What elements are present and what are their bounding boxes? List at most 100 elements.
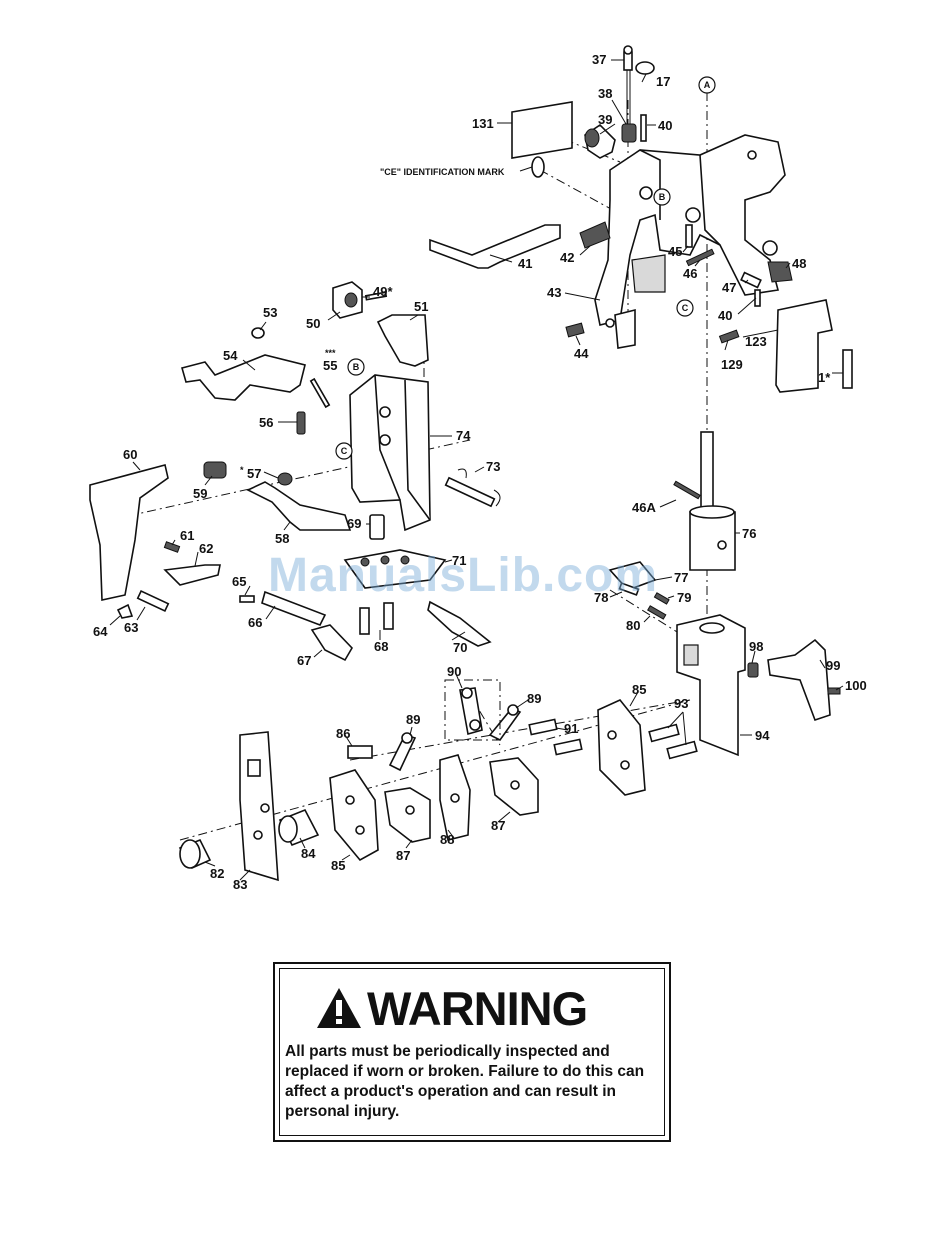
link-90 (444, 679, 501, 741)
lever-58 (246, 481, 352, 531)
stud-42 (579, 221, 611, 249)
bushing-84 (278, 808, 320, 847)
label-82: 82 (210, 866, 224, 881)
label-51: 51 (414, 299, 428, 314)
label-61: 61 (180, 528, 194, 543)
cotter-64 (116, 603, 134, 619)
label-87a: 87 (396, 848, 410, 863)
label-49: 49* (373, 284, 393, 299)
warning-message: All parts must be periodically inspected… (285, 1043, 645, 1120)
callout-b-mid: B (347, 358, 365, 376)
callout-b-top: B (653, 188, 671, 206)
clip-61 (163, 541, 181, 553)
washer-17 (635, 61, 655, 75)
warning-title-row: WARNING (315, 981, 588, 1035)
label-46: 46 (683, 266, 697, 281)
label-46a: 46A (632, 500, 656, 515)
plate-131 (511, 101, 573, 159)
label-59: 59 (193, 486, 207, 501)
pins-91 (528, 718, 583, 756)
label-89a: 89 (406, 712, 420, 727)
label-69: 69 (347, 516, 361, 531)
bar-41 (429, 224, 561, 269)
clip-73b (457, 468, 467, 479)
pins-93 (648, 723, 698, 760)
svg-text:B: B (659, 192, 666, 202)
label-84: 84 (301, 846, 316, 861)
label-58: 58 (275, 531, 289, 546)
svg-text:B: B (353, 362, 360, 372)
washer-53 (251, 327, 265, 339)
bar-66 (261, 590, 327, 627)
plate-83-hole-a (260, 803, 270, 813)
pin-40a (640, 114, 647, 142)
label-78: 78 (594, 590, 608, 605)
plate-83-window (247, 759, 261, 777)
label-63: 63 (124, 620, 138, 635)
label-54: 54 (223, 348, 238, 363)
label-37: 37 (592, 52, 606, 67)
pin-46a (673, 480, 701, 500)
block-48 (767, 261, 793, 283)
bracket-60 (89, 464, 169, 601)
svg-text:C: C (682, 303, 689, 313)
link-87a (384, 787, 431, 843)
cap-50 (332, 281, 363, 319)
spring-56 (296, 411, 306, 435)
bracket-99 (767, 638, 831, 722)
pin-55 (309, 377, 331, 409)
washer-57 (277, 472, 293, 486)
svg-text:C: C (341, 446, 348, 456)
housing-74 (349, 374, 431, 532)
plate-67 (310, 624, 353, 662)
label-98: 98 (749, 639, 763, 654)
pin-73 (444, 476, 496, 508)
label-71: 71 (452, 553, 466, 568)
label-85a: 85 (331, 858, 345, 873)
label-40a: 40 (658, 118, 672, 133)
label-44: 44 (574, 346, 589, 361)
label-45: 45 (668, 244, 682, 259)
bushing-82 (178, 838, 212, 870)
label-68: 68 (374, 639, 388, 654)
svg-text:A: A (704, 80, 711, 90)
label-88: 88 (440, 832, 454, 847)
callout-a: A (698, 76, 716, 94)
pin-86 (347, 745, 373, 759)
leader-lines (109, 59, 844, 881)
pin-100 (827, 687, 841, 695)
pin-78 (618, 582, 640, 596)
label-64: 64 (93, 624, 108, 639)
lever-51 (376, 314, 429, 367)
label-43: 43 (547, 285, 561, 300)
part-labels: 37 17 38 39 40 131 41 42 43 44 45 46 47 … (93, 52, 867, 892)
screw-1 (842, 349, 853, 389)
screws-68 (359, 602, 394, 635)
label-1: 1* (818, 370, 831, 385)
label-48: 48 (792, 256, 806, 271)
label-93: 93 (674, 696, 688, 711)
block-71 (343, 549, 447, 589)
label-94: 94 (755, 728, 770, 743)
pin-40b (754, 289, 761, 307)
label-42: 42 (560, 250, 574, 265)
pin-79 (653, 592, 670, 605)
label-57: 57 (247, 466, 261, 481)
bar-54 (181, 354, 306, 401)
warning-triangle-icon (317, 988, 361, 1028)
stud-98 (747, 662, 759, 678)
label-55-stars: *** (325, 348, 336, 358)
warning-title: WARNING (367, 981, 588, 1035)
label-62: 62 (199, 541, 213, 556)
clip-73 (493, 489, 501, 507)
label-39: 39 (598, 112, 612, 127)
plate-85b (597, 699, 646, 796)
label-74: 74 (456, 428, 471, 443)
screw-129 (718, 329, 740, 344)
plate-123 (775, 299, 833, 393)
link-89b (488, 704, 522, 742)
label-67: 67 (297, 653, 311, 668)
pin-47 (740, 271, 762, 289)
label-123: 123 (745, 334, 767, 349)
label-129: 129 (721, 357, 743, 372)
